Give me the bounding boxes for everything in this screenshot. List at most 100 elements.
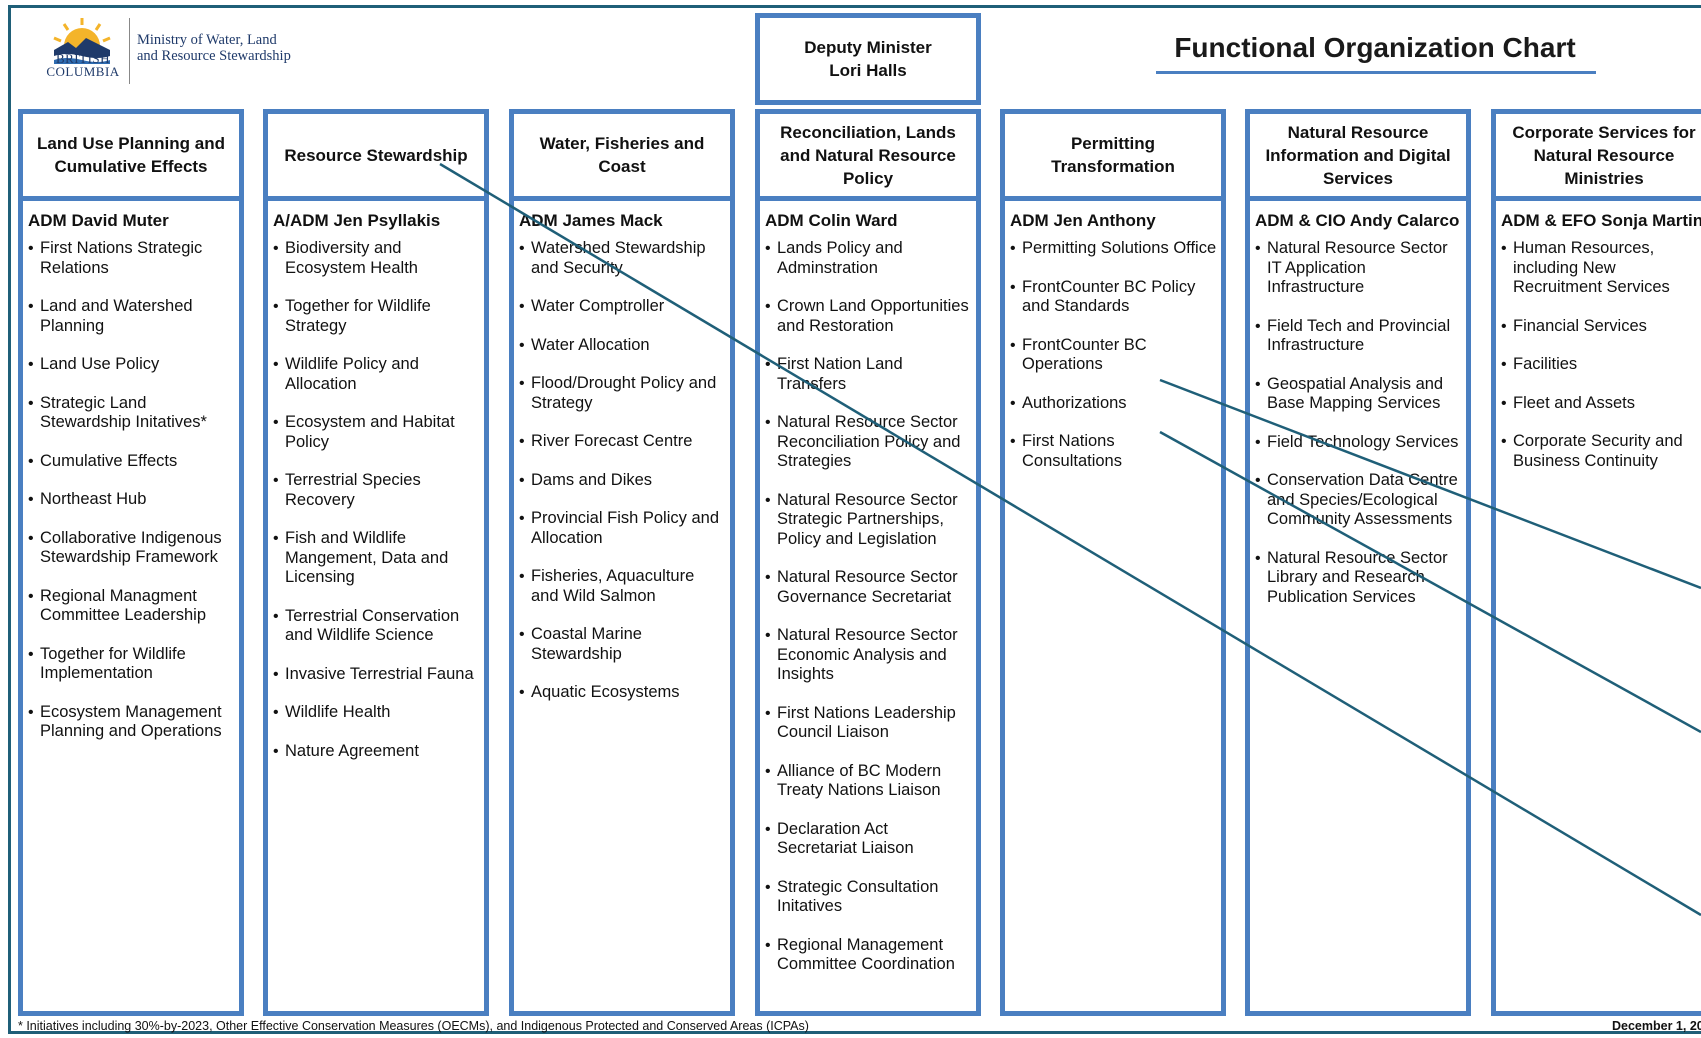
function-item: Biodiversity and Ecosystem Health [273, 239, 480, 278]
division-body-box: A/ADM Jen PsyllakisBiodiversity and Ecos… [263, 196, 489, 1016]
division-heading-box: Corporate Services for Natural Resource … [1491, 109, 1701, 201]
chart-date: December 1, 2023 [1612, 1019, 1701, 1033]
function-item: FrontCounter BC Operations [1010, 336, 1217, 375]
function-item: Cumulative Effects [28, 452, 235, 472]
function-item: Authorizations [1010, 394, 1217, 414]
function-item: Human Resources, including New Recruitme… [1501, 239, 1701, 298]
function-item: Ecosystem Management Planning and Operat… [28, 703, 235, 742]
division-body-box: ADM James MackWatershed Stewardship and … [509, 196, 735, 1016]
division-body-box: ADM Jen AnthonyPermitting Solutions Offi… [1000, 196, 1226, 1016]
function-item: First Nations Leadership Council Liaison [765, 704, 972, 743]
division-heading: Land Use Planning and Cumulative Effects [37, 134, 225, 176]
function-item: Natural Resource Sector Economic Analysi… [765, 626, 972, 685]
function-item: First Nations Strategic Relations [28, 239, 235, 278]
function-list: Lands Policy and AdminstrationCrown Land… [765, 239, 972, 975]
outer-frame [8, 5, 1701, 1034]
function-item: Strategic Land Stewardship Initatives* [28, 394, 235, 433]
division-heading: Corporate Services for Natural Resource … [1512, 122, 1696, 188]
function-item: Land and Watershed Planning [28, 297, 235, 336]
function-list: Watershed Stewardship and SecurityWater … [519, 239, 726, 703]
function-item: Water Comptroller [519, 297, 726, 317]
function-item: Facilities [1501, 355, 1701, 375]
function-item: Lands Policy and Adminstration [765, 239, 972, 278]
function-item: Water Allocation [519, 336, 726, 356]
function-item: Geospatial Analysis and Base Mapping Ser… [1255, 375, 1462, 414]
division-heading: Natural Resource Information and Digital… [1265, 122, 1451, 188]
division-heading: Reconciliation, Lands and Natural Resour… [780, 122, 956, 188]
function-item: Terrestrial Conservation and Wildlife Sc… [273, 607, 480, 646]
function-list: First Nations Strategic RelationsLand an… [28, 239, 235, 742]
function-item: First Nation Land Transfers [765, 355, 972, 394]
function-item: Dams and Dikes [519, 471, 726, 491]
function-list: Biodiversity and Ecosystem HealthTogethe… [273, 239, 480, 761]
function-item: Alliance of BC Modern Treaty Nations Lia… [765, 762, 972, 801]
division-heading-box: Reconciliation, Lands and Natural Resour… [755, 109, 981, 201]
ministry-name: Ministry of Water, Land and Resource Ste… [137, 32, 291, 64]
adm-name: A/ADM Jen Psyllakis [273, 211, 441, 230]
function-item: Declaration Act Secretariat Liaison [765, 820, 972, 859]
division-body-box: ADM & EFO Sonja MartinHuman Resources, i… [1491, 196, 1701, 1016]
function-item: Invasive Terrestrial Fauna [273, 665, 480, 685]
function-list: Human Resources, including New Recruitme… [1501, 239, 1701, 471]
function-item: Ecosystem and Habitat Policy [273, 413, 480, 452]
division-body-box: ADM Colin WardLands Policy and Adminstra… [755, 196, 981, 1016]
bc-sun-icon [53, 18, 111, 64]
function-item: Wildlife Policy and Allocation [273, 355, 480, 394]
division-heading-box: Resource Stewardship [263, 109, 489, 201]
logo-divider [129, 18, 130, 84]
function-item: Natural Resource Sector IT Application I… [1255, 239, 1462, 298]
division-heading: Water, Fisheries and Coast [539, 134, 705, 176]
function-item: Wildlife Health [273, 703, 480, 723]
function-item: First Nations Consultations [1010, 432, 1217, 471]
division-heading-box: Water, Fisheries and Coast [509, 109, 735, 201]
function-item: Regional Management Committee Coordinati… [765, 936, 972, 975]
division-heading-box: Natural Resource Information and Digital… [1245, 109, 1471, 201]
division-heading: Permitting Transformation [1051, 134, 1175, 176]
adm-name: ADM James Mack [519, 211, 663, 230]
function-item: Flood/Drought Policy and Strategy [519, 374, 726, 413]
division-heading-box: Land Use Planning and Cumulative Effects [18, 109, 244, 201]
function-item: Regional Managment Committee Leadership [28, 587, 235, 626]
function-item: Natural Resource Sector Reconciliation P… [765, 413, 972, 472]
function-item: Northeast Hub [28, 490, 235, 510]
function-item: Aquatic Ecosystems [519, 683, 726, 703]
function-item: Fish and Wildlife Mangement, Data and Li… [273, 529, 480, 588]
function-item: Natural Resource Sector Governance Secre… [765, 568, 972, 607]
title-underline [1156, 71, 1596, 74]
division-heading: Resource Stewardship [284, 145, 468, 165]
function-list: Natural Resource Sector IT Application I… [1255, 239, 1462, 607]
function-item: Permitting Solutions Office [1010, 239, 1217, 259]
function-item: Together for Wildlife Strategy [273, 297, 480, 336]
function-item: Nature Agreement [273, 742, 480, 762]
function-item: Fisheries, Aquaculture and Wild Salmon [519, 567, 726, 606]
function-item: Crown Land Opportunities and Restoration [765, 297, 972, 336]
function-item: Field Technology Services [1255, 433, 1462, 453]
deputy-minister-box: Deputy Minister Lori Halls [755, 13, 981, 105]
deputy-minister-name: Lori Halls [829, 61, 907, 80]
function-item: Field Tech and Provincial Infrastructure [1255, 317, 1462, 356]
footnote: * Initiatives including 30%-by-2023, Oth… [18, 1019, 809, 1033]
adm-name: ADM & EFO Sonja Martin [1501, 211, 1701, 230]
function-item: Fleet and Assets [1501, 394, 1701, 414]
function-item: Conservation Data Centre and Species/Eco… [1255, 471, 1462, 530]
adm-name: ADM Jen Anthony [1010, 211, 1156, 230]
function-item: Financial Services [1501, 317, 1701, 337]
function-item: Natural Resource Sector Library and Rese… [1255, 549, 1462, 608]
function-item: Strategic Consultation Initatives [765, 878, 972, 917]
function-item: Corporate Security and Business Continui… [1501, 432, 1701, 471]
function-item: Together for Wildlife Implementation [28, 645, 235, 684]
adm-name: ADM & CIO Andy Calarco [1255, 211, 1460, 230]
function-item: Natural Resource Sector Strategic Partne… [765, 491, 972, 550]
function-item: Terrestrial Species Recovery [273, 471, 480, 510]
chart-title: Functional Organization Chart [1174, 32, 1576, 63]
function-item: Watershed Stewardship and Security [519, 239, 726, 278]
deputy-minister-role: Deputy Minister [804, 38, 932, 57]
function-item: Provincial Fish Policy and Allocation [519, 509, 726, 548]
adm-name: ADM Colin Ward [765, 211, 898, 230]
division-heading-box: Permitting Transformation [1000, 109, 1226, 201]
division-body-box: ADM David MuterFirst Nations Strategic R… [18, 196, 244, 1016]
function-item: Coastal Marine Stewardship [519, 625, 726, 664]
